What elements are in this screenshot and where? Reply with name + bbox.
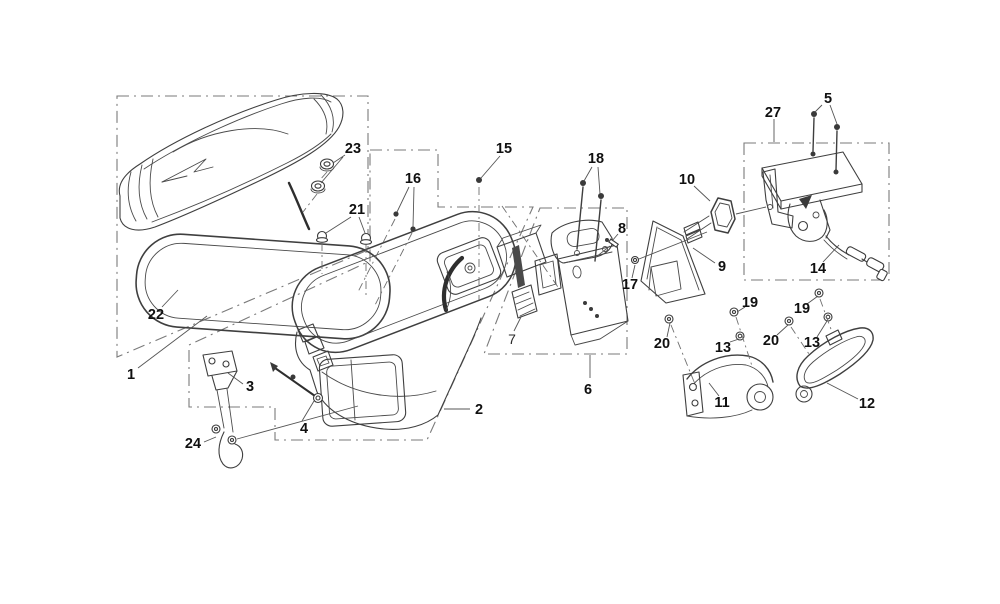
- boundary-region-seat-lock: [743, 142, 890, 281]
- part-label-4: 4: [300, 421, 308, 437]
- bolt-20b: [784, 316, 794, 326]
- box-rear-bracket: [496, 232, 547, 278]
- cap-nut-21b: [359, 232, 373, 245]
- part-label-22: 22: [148, 307, 164, 323]
- part-label-19b: 19: [794, 301, 810, 317]
- part-label-24: 24: [185, 436, 201, 452]
- washer-13a: [735, 331, 745, 341]
- part-label-13b: 13: [804, 335, 820, 351]
- part-label-3: 3: [246, 379, 254, 395]
- bolt-19b: [814, 288, 824, 298]
- part-label-16: 16: [405, 171, 421, 187]
- lock-cable: [823, 235, 888, 282]
- part-label-14: 14: [810, 261, 826, 277]
- part-label-17: 17: [622, 277, 638, 293]
- part-label-19a: 19: [742, 295, 758, 311]
- screw-16b: [410, 226, 416, 232]
- part-label-1: 1: [127, 367, 135, 383]
- screw-5a: [811, 111, 817, 152]
- holder-box: [640, 215, 712, 304]
- damper-block: [710, 197, 736, 234]
- helmet-well-shadow: [441, 255, 465, 313]
- seat-base-rim: [135, 233, 391, 340]
- part-label-6: 6: [584, 382, 592, 398]
- part-label-27: 27: [765, 105, 781, 121]
- part-label-13a: 13: [715, 340, 731, 356]
- part-label-18: 18: [588, 151, 604, 167]
- part-label-20b: 20: [763, 333, 779, 349]
- box-front-pocket: [318, 354, 407, 427]
- screw-8: [595, 238, 620, 258]
- grab-rail-left: [682, 354, 774, 419]
- part-label-2: 2: [475, 402, 483, 418]
- seat-hook: [211, 405, 359, 469]
- nut-17: [630, 231, 708, 265]
- part-label-11: 11: [714, 395, 729, 411]
- part-label-10: 10: [679, 172, 695, 188]
- screw-5b: [834, 124, 840, 171]
- part-label-20a: 20: [654, 336, 670, 352]
- flange-nut-23b: [310, 180, 326, 194]
- part-label-7: 7: [508, 331, 516, 347]
- grab-rail-right: [795, 327, 874, 403]
- hinge-bracket: [202, 350, 238, 433]
- seat: [118, 92, 344, 231]
- part-label-21: 21: [349, 202, 365, 218]
- leader-lines: [137, 104, 859, 443]
- part-label-15: 15: [496, 141, 512, 157]
- cap-nut-21a: [315, 230, 329, 243]
- assembly-axes: [302, 171, 833, 390]
- storage-box: [291, 210, 547, 430]
- part-labels: 1 2 3 4 5 6 7 8 9 10 11 12 13 13 14 15 1…: [127, 91, 875, 452]
- seat-emblem: [161, 158, 214, 183]
- boundary-region-catch-bracket: [483, 205, 628, 355]
- part-label-23: 23: [345, 141, 361, 157]
- boundary-region-storage-box: [188, 149, 534, 441]
- screw-4: [270, 362, 324, 404]
- rubber-pad: [511, 284, 538, 319]
- flange-nut-23a: [319, 158, 335, 172]
- screw-16a: [393, 211, 399, 217]
- catch-bracket: [534, 219, 629, 346]
- part-label-9: 9: [718, 259, 726, 275]
- part-label-5: 5: [824, 91, 832, 107]
- screw-18a: [576, 180, 586, 250]
- bolt-19a: [729, 307, 739, 317]
- bolt-20a: [664, 314, 674, 324]
- part-label-8: 8: [618, 221, 626, 237]
- part-label-12: 12: [859, 396, 875, 412]
- seat-lock-assembly: [761, 151, 888, 282]
- screw-15: [476, 177, 482, 183]
- screw-18b: [594, 193, 604, 262]
